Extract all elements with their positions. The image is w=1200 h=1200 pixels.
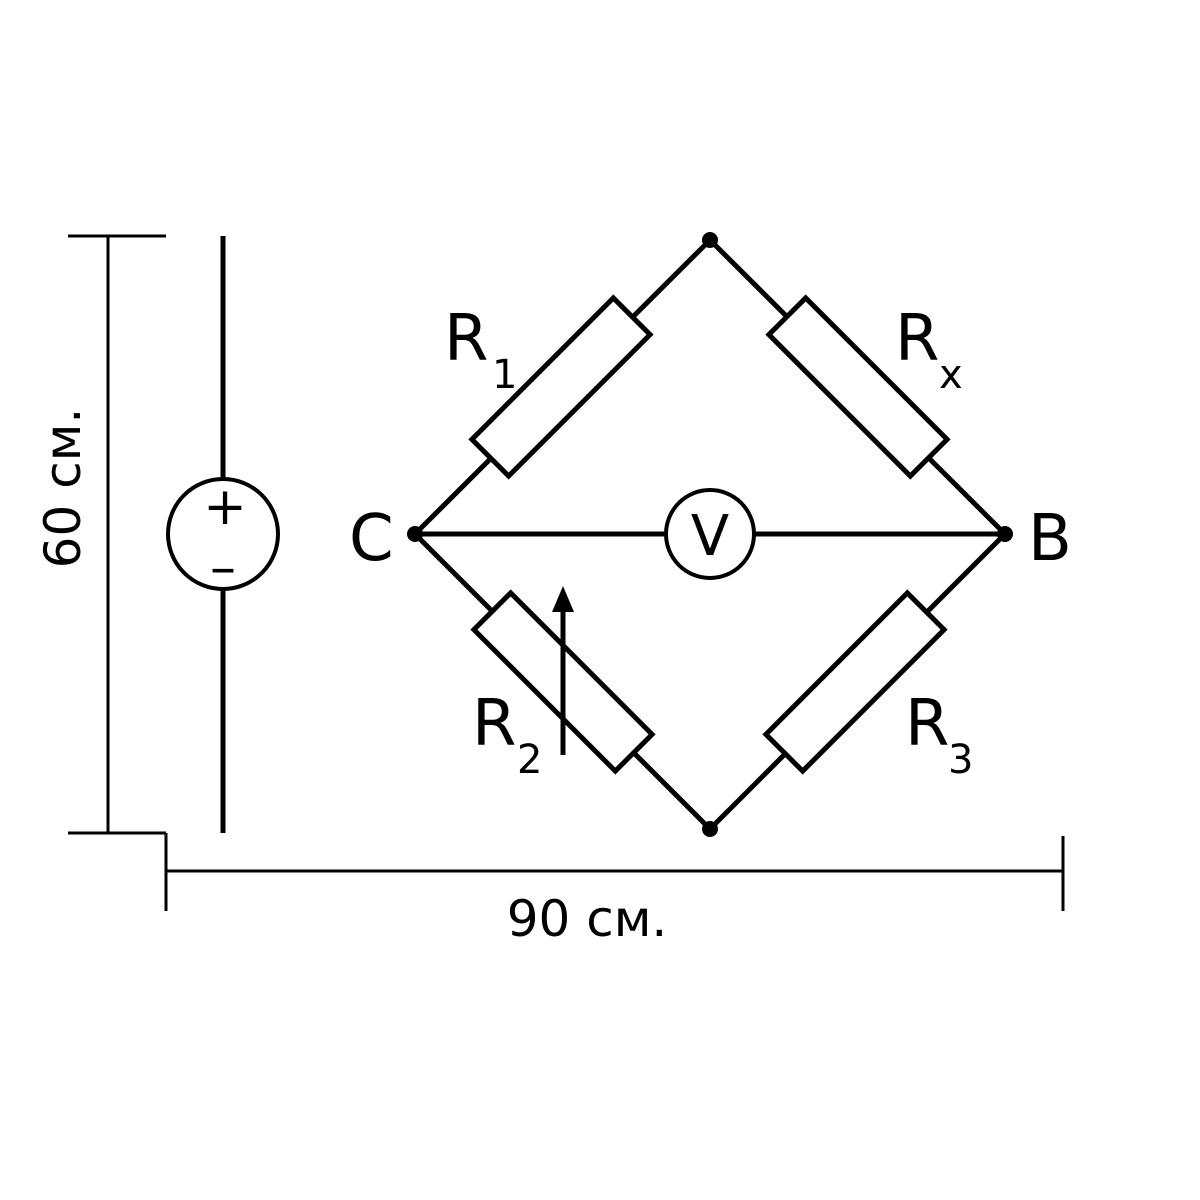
label-r1: R 1 bbox=[444, 302, 517, 398]
node-label-c: C bbox=[349, 502, 394, 576]
height-dimension: 60 см. bbox=[34, 234, 166, 835]
width-dimension: 90 см. bbox=[164, 833, 1065, 948]
source-circle bbox=[166, 477, 280, 591]
svg-text:1: 1 bbox=[492, 352, 517, 398]
node-right bbox=[997, 526, 1013, 542]
plus-sign: + bbox=[203, 477, 247, 537]
width-label: 90 см. bbox=[507, 890, 668, 948]
voltmeter: V bbox=[664, 488, 756, 580]
voltage-source: + – bbox=[166, 236, 280, 833]
node-bottom bbox=[702, 821, 718, 837]
node-label-d: D bbox=[728, 824, 777, 898]
node-left bbox=[407, 526, 423, 542]
minus-sign: – bbox=[210, 538, 236, 598]
svg-text:3: 3 bbox=[948, 737, 973, 783]
svg-text:R: R bbox=[905, 687, 949, 761]
resistor-r1 bbox=[468, 294, 654, 480]
label-rx: R x bbox=[895, 302, 963, 398]
svg-text:R: R bbox=[444, 302, 488, 376]
height-label: 60 см. bbox=[34, 408, 92, 569]
node-top bbox=[702, 232, 718, 248]
svg-text:2: 2 bbox=[517, 737, 542, 783]
node-label-b: B bbox=[1028, 502, 1072, 576]
label-r3: R 3 bbox=[905, 687, 973, 783]
svg-text:R: R bbox=[895, 302, 939, 376]
voltmeter-circle bbox=[664, 488, 756, 580]
resistor-rx bbox=[765, 294, 951, 480]
svg-text:x: x bbox=[939, 352, 963, 398]
label-r2: R 2 bbox=[472, 687, 542, 783]
voltmeter-symbol: V bbox=[691, 504, 729, 569]
svg-text:R: R bbox=[472, 687, 516, 761]
variable-arrow-icon bbox=[552, 586, 574, 755]
resistor-r3 bbox=[762, 589, 948, 775]
